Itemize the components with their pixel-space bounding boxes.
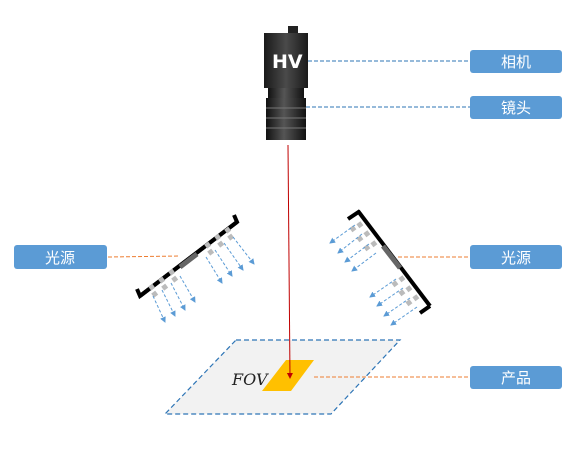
optical-axis: [286, 144, 293, 379]
right-light-tag-text: 光源: [501, 249, 531, 267]
right-light-source: [329, 209, 432, 326]
left-light-tag-text: 光源: [45, 249, 75, 267]
lens-tag: 镜头: [470, 96, 562, 119]
left-light-leader-line: [107, 255, 181, 258]
left-light-source: [135, 214, 255, 323]
lens-tag-text: 镜头: [501, 99, 531, 117]
camera-brand-text: HV: [272, 51, 303, 73]
product-tag: 产品: [470, 366, 562, 389]
camera-tag: 相机: [470, 50, 562, 73]
camera-icon: HV: [264, 26, 308, 88]
left-light-tag: 光源: [14, 245, 107, 269]
lens-icon: [266, 88, 306, 140]
right-light-tag: 光源: [470, 245, 562, 269]
product-tag-text: 产品: [501, 369, 531, 387]
fov-label: FOV: [231, 370, 269, 389]
camera-tag-text: 相机: [501, 53, 531, 71]
